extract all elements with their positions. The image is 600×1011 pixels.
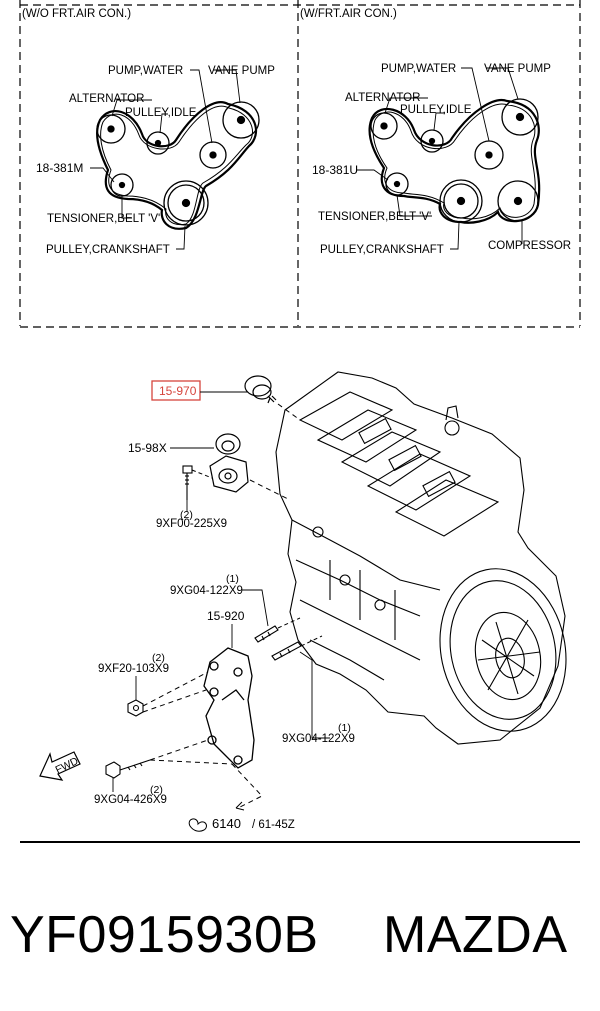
bracket-15-920[interactable] bbox=[203, 647, 255, 769]
crankshaft-pulley bbox=[163, 180, 209, 226]
label-alternator: ALTERNATOR bbox=[345, 92, 420, 104]
label-vane-pump: VANE PUMP bbox=[208, 65, 275, 77]
part-label-stud-lower: 9XG04-122X9 bbox=[282, 733, 355, 745]
part-label-bolt-long: 9XG04-426X9 bbox=[94, 794, 167, 806]
qty-9xf00-225x9: (2) bbox=[180, 509, 193, 521]
label-crankshaft: PULLEY,CRANKSHAFT bbox=[46, 244, 170, 256]
idle-pulley bbox=[146, 131, 170, 155]
label-vane-pump: VANE PUMP bbox=[484, 63, 551, 75]
reference-61-45z[interactable]: / 61-45Z bbox=[252, 819, 295, 831]
stud-9xg04-122x9-upper[interactable] bbox=[254, 625, 279, 643]
label-tensioner: TENSIONER,BELT 'V' bbox=[318, 211, 431, 223]
label-belt-code: 18-381M bbox=[36, 161, 83, 175]
part-label-15-920: 15-920 bbox=[207, 609, 245, 623]
qty-nut: (2) bbox=[152, 652, 165, 664]
qty-stud-lower: (1) bbox=[338, 722, 351, 734]
part-label-15-98x: 15-98X bbox=[128, 441, 167, 455]
vane-pump-pulley bbox=[222, 101, 260, 139]
qty-bolt-long: (2) bbox=[150, 784, 163, 796]
label-pump-water: PUMP,WATER bbox=[381, 63, 456, 75]
part-label-stud-upper: 9XG04-122X9 bbox=[170, 585, 243, 597]
engine-exploded-view: 15-970 15-98X (2) 9XF00-225X9 bbox=[39, 371, 567, 832]
label-crankshaft: PULLEY,CRANKSHAFT bbox=[320, 244, 444, 256]
part-label-9xf00-225x9: 9XF00-225X9 bbox=[156, 518, 227, 530]
stud-9xg04-122x9-lower[interactable] bbox=[271, 641, 302, 661]
top-panel-frame bbox=[19, 0, 581, 328]
reference-6140[interactable]: 6140 bbox=[212, 816, 241, 831]
label-tensioner: TENSIONER,BELT 'V' bbox=[47, 213, 160, 225]
belt-tensioner-15-98x[interactable] bbox=[209, 433, 249, 493]
part-label-nut: 9XF20-103X9 bbox=[98, 663, 169, 675]
label-pulley-idle: PULLEY,IDLE bbox=[125, 107, 197, 119]
nut-9xf20-103x9[interactable] bbox=[127, 699, 144, 717]
belt-diagram-with-ac: (W/FRT.AIR CON.) bbox=[300, 8, 571, 256]
part-label-15-970: 15-970 bbox=[159, 384, 197, 398]
label-alternator: ALTERNATOR bbox=[69, 93, 144, 105]
label-belt-code: 18-381U bbox=[312, 163, 358, 177]
qty-stud-upper: (1) bbox=[226, 573, 239, 585]
forward-arrow-icon bbox=[39, 751, 81, 781]
vane-pump-pulley bbox=[501, 98, 539, 136]
bolt-9xg04-426x9[interactable] bbox=[105, 759, 151, 779]
engine-block-drawing bbox=[275, 371, 567, 745]
section-title-without-ac: (W/O FRT.AIR CON.) bbox=[22, 8, 131, 20]
belt-diagram-without-ac: (W/O FRT.AIR CON.) bbox=[22, 8, 275, 256]
bolt-9xf00-225x9[interactable] bbox=[182, 465, 193, 500]
reference-icon bbox=[188, 818, 207, 832]
label-compressor: COMPRESSOR bbox=[488, 240, 571, 252]
label-pump-water: PUMP,WATER bbox=[108, 65, 183, 77]
footer-part-number: YF0915930B bbox=[10, 906, 319, 964]
idler-pulley-15-970[interactable] bbox=[244, 375, 277, 404]
highlight-box-15-970[interactable]: 15-970 bbox=[151, 380, 201, 401]
label-pulley-idle: PULLEY,IDLE bbox=[400, 104, 472, 116]
section-title-with-ac: (W/FRT.AIR CON.) bbox=[300, 8, 397, 20]
water-pump-pulley bbox=[199, 141, 227, 169]
footer-brand: MAZDA bbox=[383, 906, 568, 964]
